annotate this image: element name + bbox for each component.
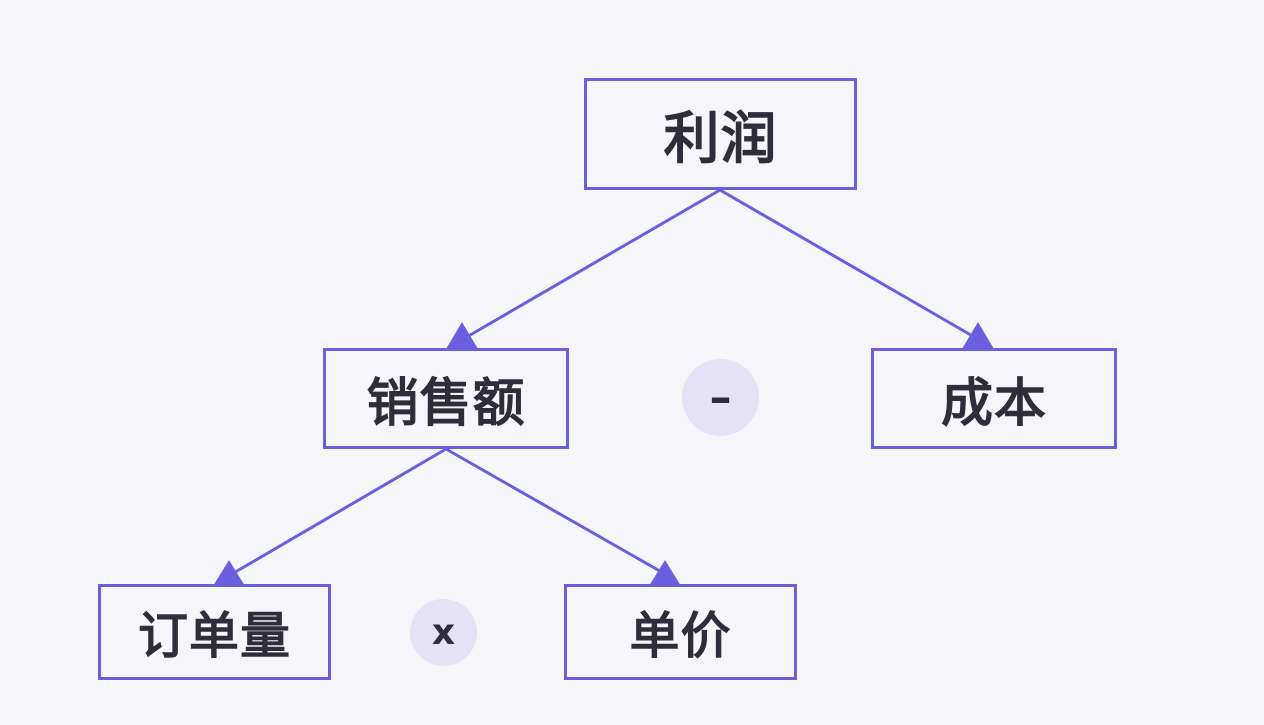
arrowhead-unitprice: [649, 560, 681, 586]
node-cost-label: 成本: [940, 374, 1047, 434]
node-profit-label: 利润: [663, 106, 778, 172]
edge-sales-unitprice: [445, 447, 666, 576]
node-profit: 利润: [584, 78, 857, 190]
times-operator-symbol: x: [431, 612, 456, 653]
node-unit-price-label: 单价: [629, 607, 732, 665]
node-cost: 成本: [871, 348, 1117, 449]
node-order-qty: 订单量: [98, 584, 331, 680]
arrowhead-sales: [446, 322, 478, 349]
minus-operator-symbol: –: [709, 372, 732, 423]
minus-operator: –: [682, 359, 759, 436]
node-order-qty-label: 订单量: [138, 607, 291, 665]
edge-profit-cost: [719, 188, 977, 340]
times-operator: x: [410, 599, 477, 666]
edge-sales-orderqty: [231, 447, 447, 576]
node-sales: 销售额: [323, 348, 569, 449]
edge-profit-sales: [464, 188, 721, 340]
arrowhead-orderqty: [213, 560, 245, 586]
node-unit-price: 单价: [564, 584, 797, 680]
node-sales-label: 销售额: [366, 374, 526, 434]
arrowhead-cost: [962, 322, 994, 349]
